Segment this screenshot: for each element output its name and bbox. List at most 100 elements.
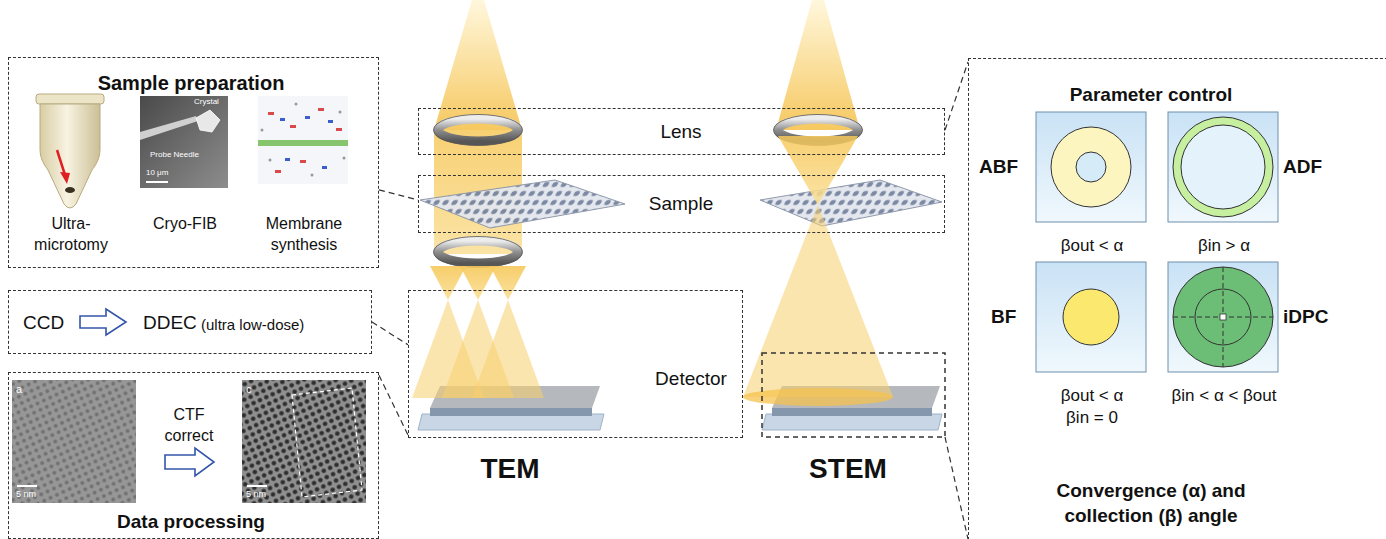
lens-ring <box>434 237 523 268</box>
panel-note: Convergence (α) and collection (β) angle <box>1031 479 1271 528</box>
membrane-sketch <box>336 128 342 131</box>
abf-mode <box>1036 112 1146 222</box>
hrtem-image <box>242 380 366 503</box>
abf-mode <box>1076 152 1106 182</box>
abf-mode <box>1036 112 1146 222</box>
hrtem-image <box>242 380 366 503</box>
membrane-sketch <box>311 174 314 177</box>
tube-photo <box>40 104 100 208</box>
hrtem-image <box>247 485 267 487</box>
membrane-sketch <box>318 108 324 111</box>
tube-photo <box>36 94 104 208</box>
leader-line <box>372 322 408 345</box>
detector-box: Detector <box>408 290 743 438</box>
membrane-sketch <box>261 129 264 132</box>
tube-photo <box>65 187 75 193</box>
panel-title: Data processing <box>9 510 373 535</box>
angle-condition: βin > α <box>1169 235 1279 257</box>
sample-lattice <box>420 180 625 228</box>
hollow-arrow <box>165 448 214 476</box>
caption: Membrane synthesis <box>254 214 354 256</box>
mode-diagram: iDPCβin < α < βout <box>1165 261 1365 411</box>
part-name: Lens <box>631 120 731 145</box>
membrane-sketch <box>322 166 327 169</box>
idpc-mode <box>1173 267 1273 367</box>
caption: Ultra-microtomy <box>23 214 119 256</box>
detector-plate <box>772 408 932 416</box>
mode-name: ABF <box>979 155 1018 180</box>
membrane-sketch <box>300 160 306 163</box>
beam-spot <box>743 388 893 406</box>
step-label: CTF correct <box>154 405 224 447</box>
processing-panel: CTF correctData processing <box>8 372 379 539</box>
detector-frame <box>762 353 945 437</box>
sample-lattice <box>760 180 942 226</box>
sample-box: Sample <box>418 175 945 233</box>
tube-photo <box>57 150 65 175</box>
detector-name: DDEC <box>143 311 197 336</box>
idpc-mode <box>1220 314 1226 320</box>
angle-condition: βin < α < βout <box>1154 385 1294 407</box>
stem-beam <box>776 0 860 130</box>
detector-plate <box>762 414 942 430</box>
tem-beam <box>434 0 522 130</box>
adf-mode <box>1181 125 1265 209</box>
membrane-sketch <box>258 140 348 146</box>
membrane-sketch <box>339 111 342 114</box>
image-annotation: Crystal <box>194 97 219 107</box>
stem-beam <box>743 205 893 397</box>
scale-label: 10 μm <box>146 168 168 178</box>
part-name: Sample <box>631 192 731 217</box>
tem-rays <box>490 266 526 300</box>
stem-beam <box>778 136 858 205</box>
idpc-mode <box>1168 262 1278 372</box>
bf-mode <box>1036 262 1146 372</box>
hrtem-image <box>12 380 136 503</box>
angle-condition: βout < α <box>1037 385 1147 407</box>
sem-photo <box>146 181 168 183</box>
detector-plate <box>418 414 604 430</box>
mode-diagram: BFβout < αβin = 0 <box>973 261 1153 433</box>
tem-rays <box>412 266 544 398</box>
mode-name: ADF <box>1283 155 1322 180</box>
lens-ring <box>434 115 523 146</box>
panel-title: Sample preparation <box>9 70 373 96</box>
idpc-mode <box>1195 289 1251 345</box>
mode-name: iDPC <box>1283 305 1328 330</box>
part-name: Detector <box>645 367 737 392</box>
membrane-sketch <box>305 116 310 119</box>
hrtem-image <box>12 380 136 503</box>
mode-diagram: ADF βin > α <box>1165 111 1365 261</box>
lens-ring <box>438 119 518 141</box>
lens-box: Lens <box>418 108 945 155</box>
membrane-sketch <box>328 120 333 123</box>
bf-mode <box>1063 289 1119 345</box>
membrane-sketch <box>280 118 285 121</box>
sem-photo <box>196 110 220 132</box>
hrtem-image <box>292 388 362 497</box>
image-annotation: Probe Needle <box>150 150 199 160</box>
abf-mode <box>1051 127 1131 207</box>
panel-title: Parameter control <box>1021 83 1281 108</box>
sem-photo <box>140 116 198 140</box>
lens-ring <box>434 115 523 146</box>
hrtem-image <box>17 485 37 487</box>
lens-ring <box>434 237 523 268</box>
membrane-sketch <box>290 125 296 128</box>
adf-mode <box>1168 112 1278 222</box>
detector-plate <box>430 408 592 416</box>
detector-name: CCD <box>23 311 64 336</box>
membrane-sketch <box>268 112 274 115</box>
leader-line <box>379 375 408 435</box>
mode-diagram: ABF βout < α <box>973 111 1153 261</box>
bf-mode <box>1036 262 1146 372</box>
angle-condition: βin = 0 <box>1037 407 1147 429</box>
idpc-mode <box>1168 262 1278 372</box>
adf-mode <box>1173 117 1273 217</box>
angle-condition: βout < α <box>1037 235 1147 257</box>
membrane-sketch <box>285 158 290 161</box>
scale-label: 5 nm <box>16 489 36 500</box>
tem-rays <box>460 266 496 300</box>
membrane-sketch <box>269 159 272 162</box>
sem-photo <box>140 96 228 188</box>
